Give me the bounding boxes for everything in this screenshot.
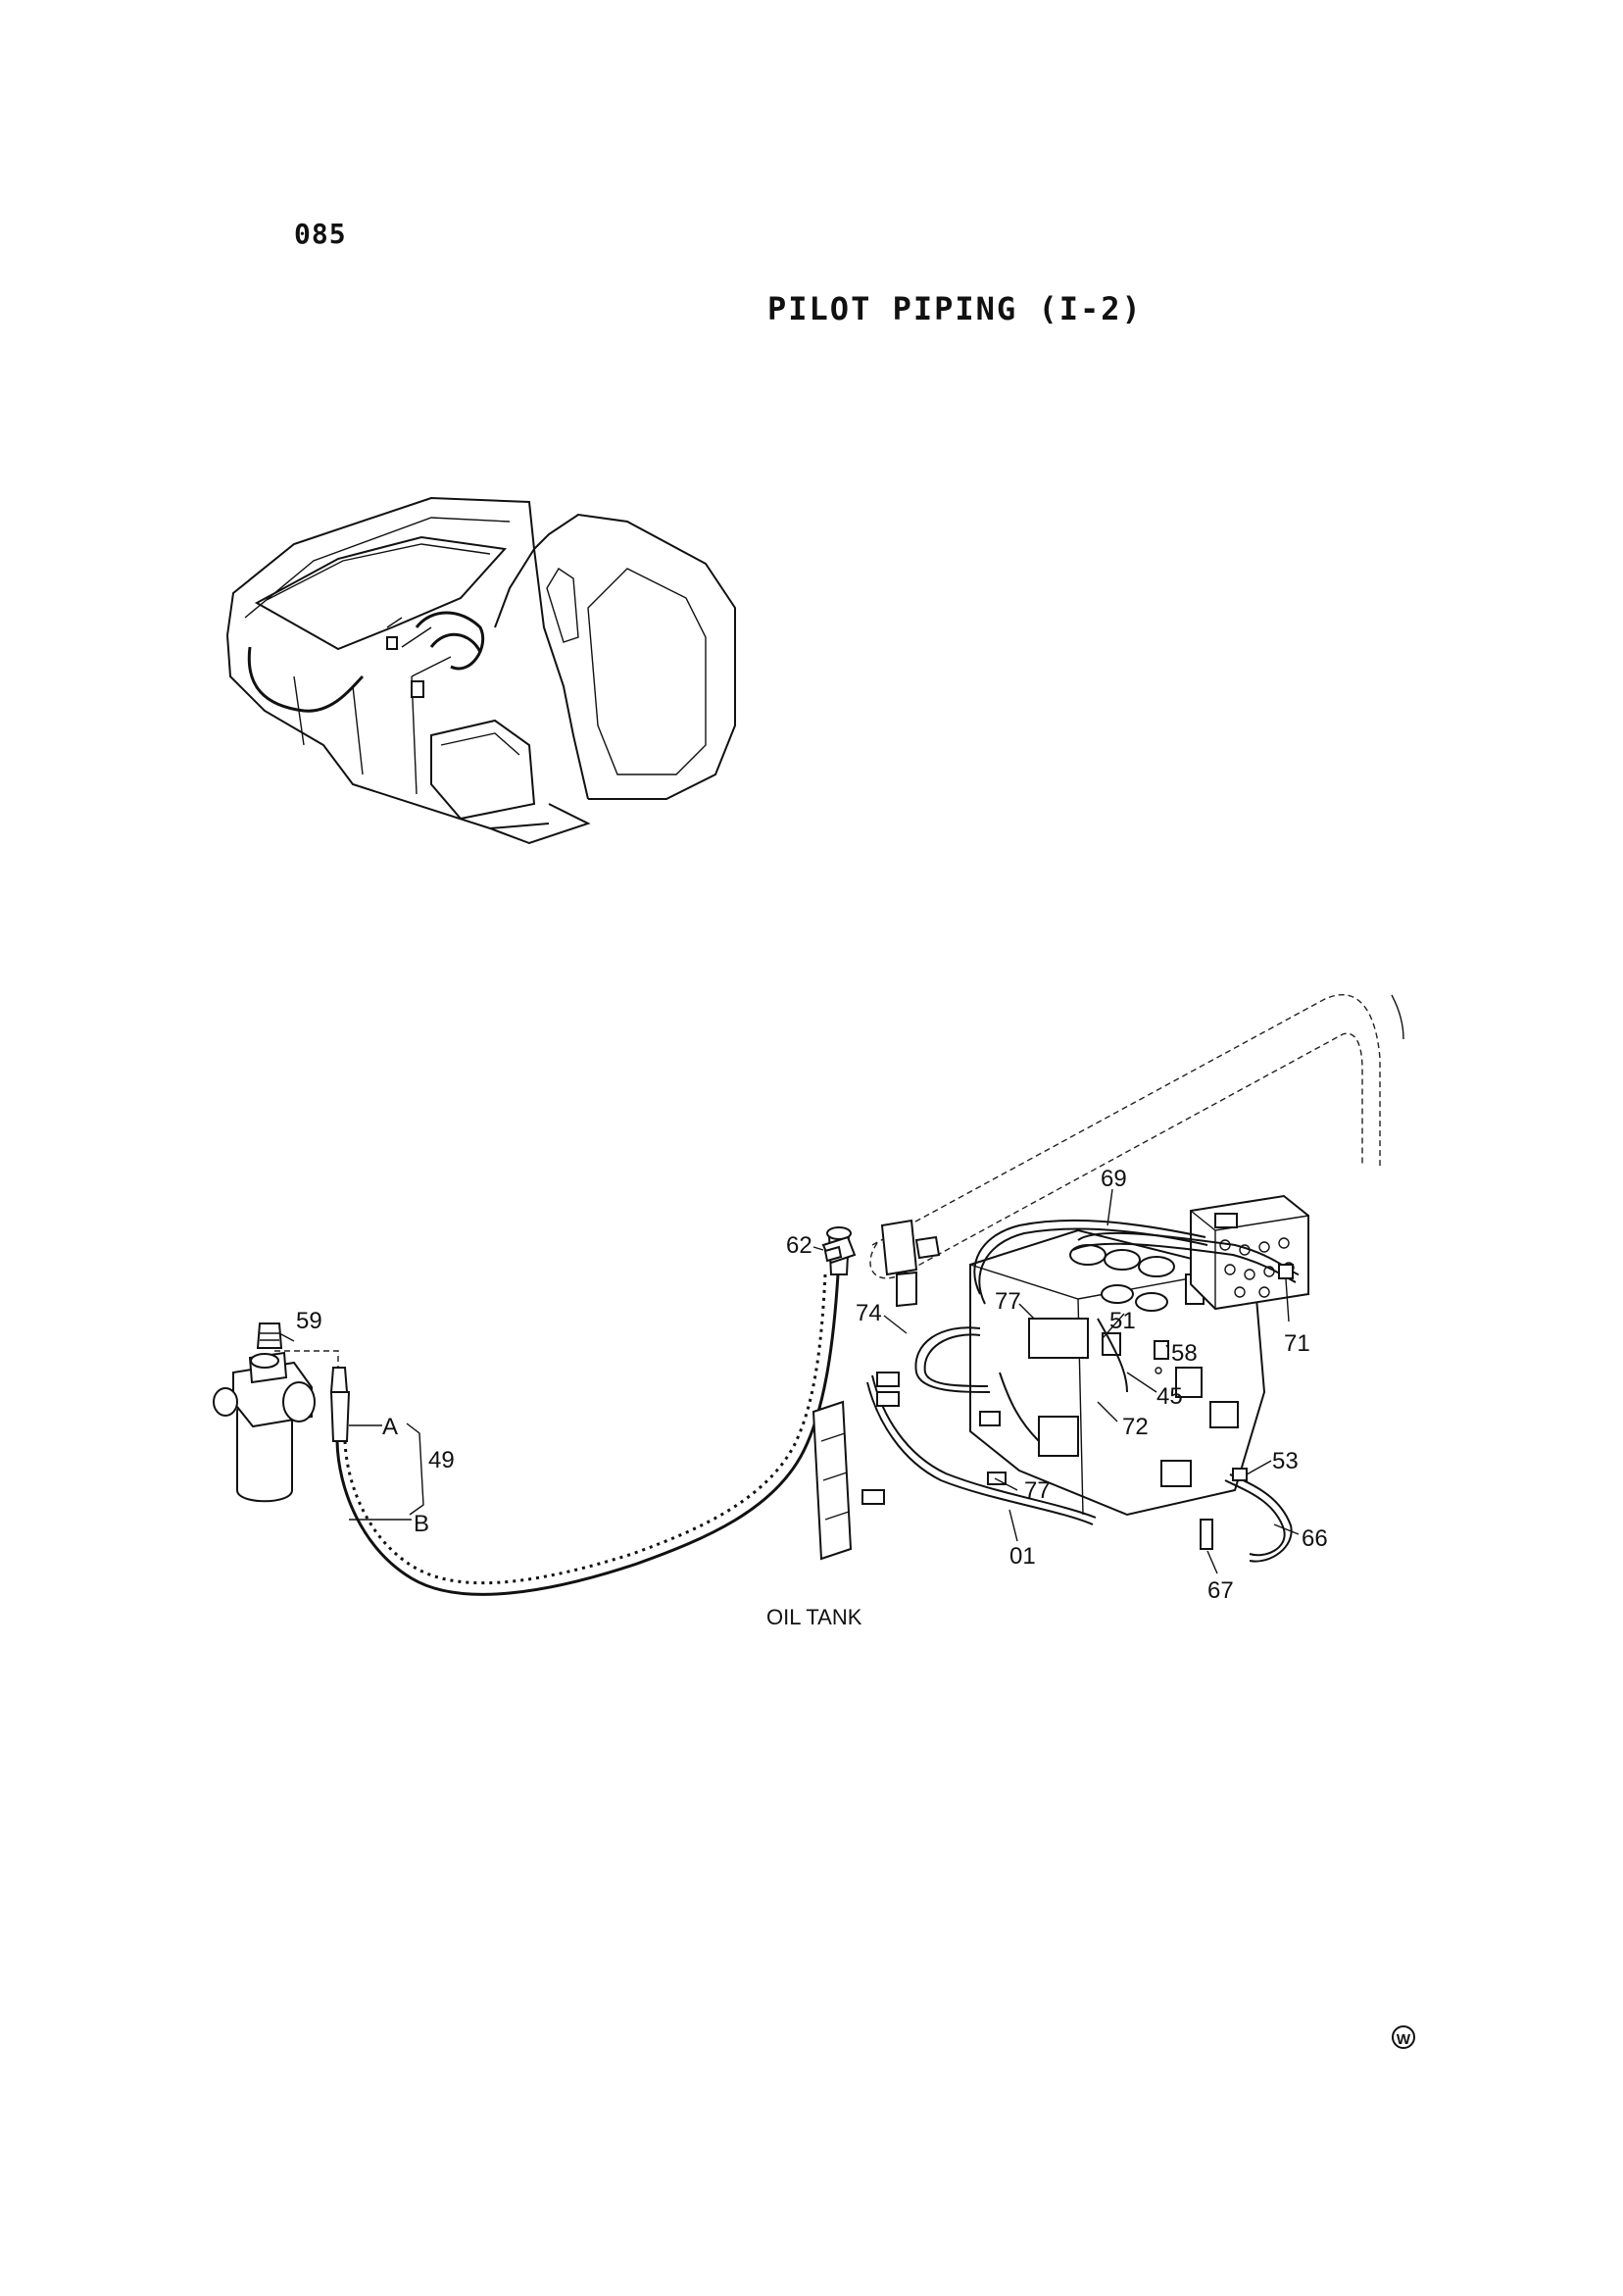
callout-59: 59 (296, 1308, 322, 1334)
callout-77-bottom: 77 (1024, 1477, 1051, 1504)
callout-67: 67 (1207, 1577, 1234, 1604)
callout-01: 01 (1009, 1543, 1036, 1570)
hose-49-illustration (329, 1226, 857, 1596)
callout-74: 74 (856, 1300, 882, 1326)
callout-58: 58 (1171, 1340, 1198, 1367)
leader-lines (278, 1188, 1300, 1574)
page-title: PILOT PIPING (I-2) (767, 290, 1143, 327)
fitting-53 (1232, 1468, 1248, 1481)
pilot-filter-illustration (213, 1323, 339, 1503)
callout-a: A (382, 1414, 398, 1440)
circled-w-mark: W (1392, 2025, 1415, 2049)
callout-77-top: 77 (995, 1288, 1021, 1315)
oil-tank-label: OIL TANK (766, 1605, 862, 1629)
machine-overview-illustration (226, 496, 736, 845)
callout-49: 49 (428, 1447, 455, 1473)
oil-tank-pipe-outline (869, 994, 1404, 1308)
callout-71: 71 (1284, 1330, 1310, 1357)
mark-letter: W (1397, 2031, 1411, 2048)
callout-51: 51 (1109, 1308, 1136, 1334)
oil-tank-plate-illustration (812, 1372, 1001, 1561)
callout-b: B (414, 1511, 429, 1537)
fitting-58 (1154, 1340, 1169, 1360)
callout-62: 62 (786, 1232, 812, 1259)
pilot-valve-block-illustration (1190, 1194, 1309, 1311)
fitting-67 (1200, 1519, 1213, 1550)
page-number: 085 (294, 218, 347, 250)
callout-45: 45 (1156, 1383, 1183, 1410)
fitting-71 (1278, 1264, 1294, 1279)
callout-53: 53 (1272, 1448, 1299, 1474)
callout-72: 72 (1122, 1414, 1149, 1440)
callout-66: 66 (1302, 1525, 1328, 1552)
pilot-hoses-illustration (866, 1219, 1300, 1563)
callout-69: 69 (1101, 1166, 1127, 1192)
control-valve-illustration (969, 1228, 1266, 1517)
